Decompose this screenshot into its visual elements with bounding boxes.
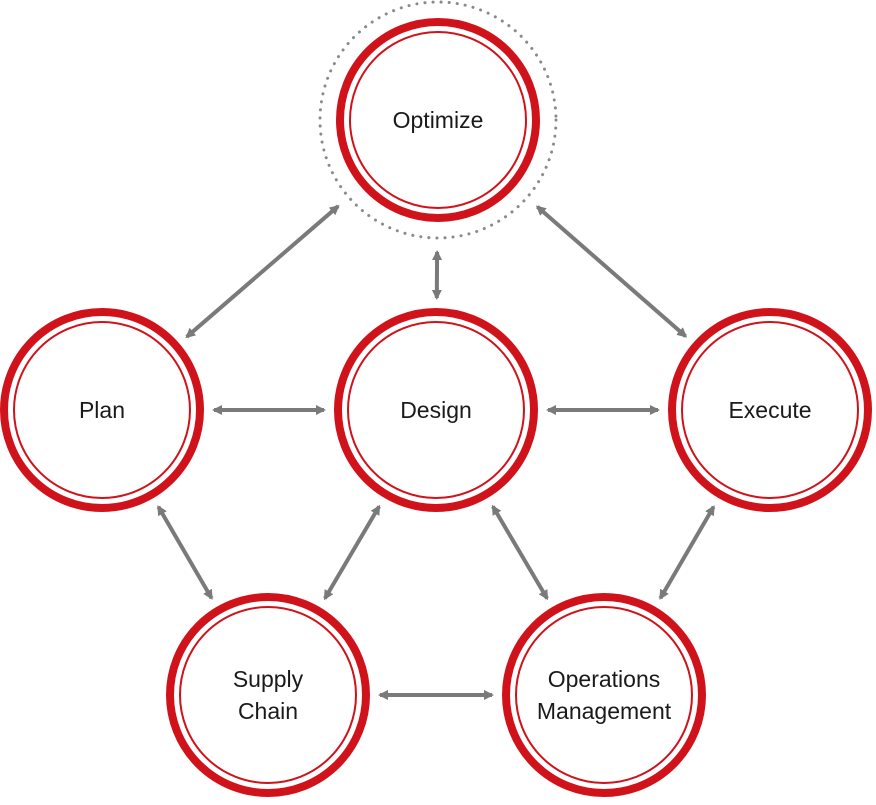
node-outer-ring	[506, 597, 702, 793]
node-label-line: Supply	[233, 666, 304, 692]
node-execute: Execute	[672, 312, 868, 508]
node-label-line: Design	[400, 397, 472, 423]
node-label-line: Chain	[238, 698, 298, 724]
node-label-optimize: Optimize	[393, 107, 484, 133]
connector-plan-supply-chain	[158, 507, 211, 598]
connector-design-operations-management	[493, 507, 547, 599]
connector-optimize-plan	[187, 206, 338, 337]
node-optimize: Optimize	[320, 2, 556, 238]
node-plan: Plan	[4, 312, 200, 508]
connector-design-supply-chain	[325, 507, 379, 599]
node-label-execute: Execute	[728, 397, 811, 423]
connector-execute-operations-management	[660, 507, 713, 598]
connector-optimize-execute	[537, 207, 685, 336]
node-label-line: Execute	[728, 397, 811, 423]
node-design: Design	[338, 312, 534, 508]
node-outer-ring	[170, 597, 366, 793]
node-label-plan: Plan	[79, 397, 125, 423]
node-label-line: Management	[537, 698, 672, 724]
node-label-line: Operations	[548, 666, 661, 692]
node-label-design: Design	[400, 397, 472, 423]
node-label-line: Optimize	[393, 107, 484, 133]
node-label-line: Plan	[79, 397, 125, 423]
